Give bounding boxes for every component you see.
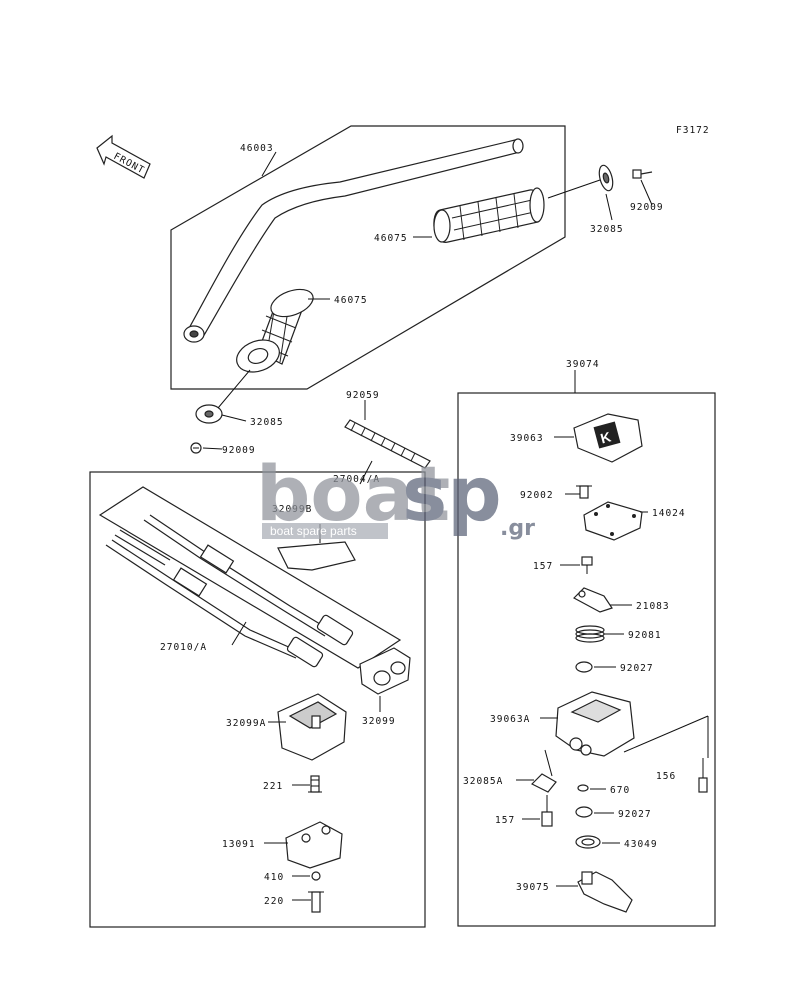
handlebar-group-outline: [170, 125, 566, 390]
label-157-top: 157: [533, 561, 553, 572]
watermark-brand-b: sp: [402, 449, 502, 538]
label-27010a: 27010/A: [160, 642, 207, 653]
label-21083: 21083: [636, 601, 670, 612]
leader-lines: [202, 151, 709, 901]
label-92027-top: 92027: [620, 663, 654, 674]
figure-code: F3172: [676, 125, 710, 136]
label-157-bottom: 157: [495, 815, 515, 826]
washer-92027-bottom: [575, 806, 593, 818]
screw-221: [308, 775, 322, 793]
screw-157-bottom: [541, 795, 553, 827]
cable-wrap: [344, 419, 431, 469]
throttle-lever-39075: [577, 871, 633, 913]
right-grip-end-cap: [598, 164, 614, 192]
clamp-13091: [285, 821, 343, 869]
right-screw: [632, 169, 653, 179]
label-32085-right: 32085: [590, 224, 624, 235]
label-92002: 92002: [520, 490, 554, 501]
lever-21083: [573, 587, 613, 613]
watermark-tagline: boat spare parts: [270, 524, 357, 538]
label-27004a: 27004/A: [333, 474, 380, 485]
spring-92081: [575, 625, 605, 643]
label-32085a: 32085A: [463, 776, 503, 787]
label-13091: 13091: [222, 839, 256, 850]
label-46075-left: 46075: [334, 295, 368, 306]
throttle-housing-39063a: [555, 691, 635, 757]
left-grip: [236, 288, 314, 373]
cable-group-outline: [98, 486, 402, 669]
switch-housing-32099a: [277, 693, 347, 761]
throttle-cover-39063: K: [573, 413, 643, 463]
screw-157-top: [581, 556, 593, 574]
throttle-cables: [105, 514, 354, 668]
gasket-14024: [583, 501, 643, 541]
clip-32085a: [530, 773, 557, 793]
label-39075: 39075: [516, 882, 550, 893]
label-46003: 46003: [240, 143, 274, 154]
label-92009-right: 92009: [630, 202, 664, 213]
label-43049: 43049: [624, 839, 658, 850]
screw-92002: [576, 485, 592, 499]
label-39063: 39063: [510, 433, 544, 444]
seal-43049: [575, 835, 601, 849]
label-221: 221: [263, 781, 283, 792]
label-92027-bottom: 92027: [618, 809, 652, 820]
screw-220: [308, 891, 324, 913]
left-screw: [190, 442, 202, 454]
label-32099: 32099: [362, 716, 396, 727]
handlebar-tube: [183, 138, 524, 343]
svg-text:K: K: [599, 428, 613, 446]
label-32085-left: 32085: [250, 417, 284, 428]
oring-670: [577, 784, 589, 792]
label-39063a: 39063A: [490, 714, 530, 725]
washer-92027-top: [575, 661, 593, 673]
label-32099b: 32099B: [272, 504, 312, 515]
label-410: 410: [264, 872, 284, 883]
label-32099a: 32099A: [226, 718, 266, 729]
watermark: boat sp .gr boat spare parts: [256, 449, 535, 541]
watermark-tld: .gr: [500, 516, 535, 541]
grommet-32099: [359, 647, 411, 695]
label-670: 670: [610, 785, 630, 796]
label-92059: 92059: [346, 390, 380, 401]
right-grip: [433, 187, 545, 243]
throttle-assembly-outline: [457, 392, 716, 927]
washer-410: [311, 871, 321, 881]
label-14024: 14024: [652, 508, 686, 519]
label-92009-left: 92009: [222, 445, 256, 456]
label-220: 220: [264, 896, 284, 907]
label-156: 156: [656, 771, 676, 782]
bolt-156: [698, 758, 708, 793]
label-92081: 92081: [628, 630, 662, 641]
label-39074: 39074: [566, 359, 600, 370]
switch-assembly-outline: [89, 471, 426, 928]
left-grip-end-cap: [195, 404, 223, 424]
front-arrow-icon: FRONT: [96, 134, 151, 179]
label-46075-right: 46075: [374, 233, 408, 244]
